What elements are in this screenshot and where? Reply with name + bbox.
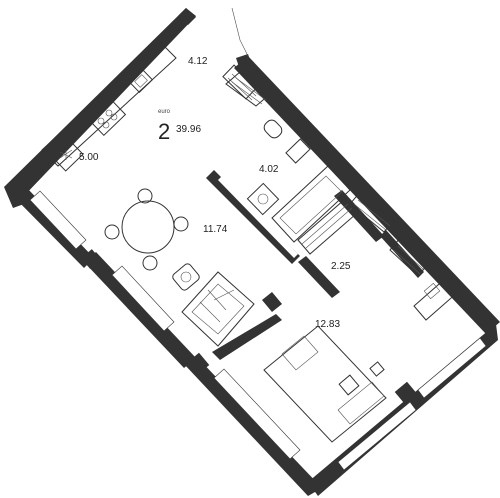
washer-icon (246, 182, 280, 216)
balcony: 4.12 (188, 7, 249, 67)
kitchen: 5.00 (41, 41, 177, 172)
bathtub-icon (271, 165, 351, 243)
balcony-area: 4.12 (188, 56, 208, 67)
armchair-icon (172, 263, 200, 291)
bedroom-area: 12.83 (315, 319, 340, 330)
apartment-type: euro (158, 109, 171, 115)
exterior-walls (4, 8, 500, 496)
interior-walls (206, 170, 424, 360)
bathroom-area: 4.02 (259, 164, 279, 175)
dining-table-icon (104, 188, 189, 271)
bed-icon (263, 325, 387, 443)
total-area: 39.96 (176, 124, 201, 135)
fridge-icon (48, 136, 84, 172)
toilet-icon (263, 119, 283, 139)
room-count: 2 (158, 119, 170, 144)
sink-icon (128, 69, 154, 93)
apartment-label: euro 2 39.96 (158, 109, 201, 144)
living-area: 11.74 (203, 224, 228, 235)
desk-icon (413, 277, 459, 321)
kitchen-area: 5.00 (79, 152, 99, 163)
sink-icon-bath (285, 138, 311, 164)
stove-icon (87, 97, 127, 137)
wardrobe-icon (225, 71, 429, 277)
sofa-icon (181, 271, 255, 347)
hall-area: 2.25 (331, 261, 351, 272)
bathroom: 4.02 (222, 64, 351, 243)
